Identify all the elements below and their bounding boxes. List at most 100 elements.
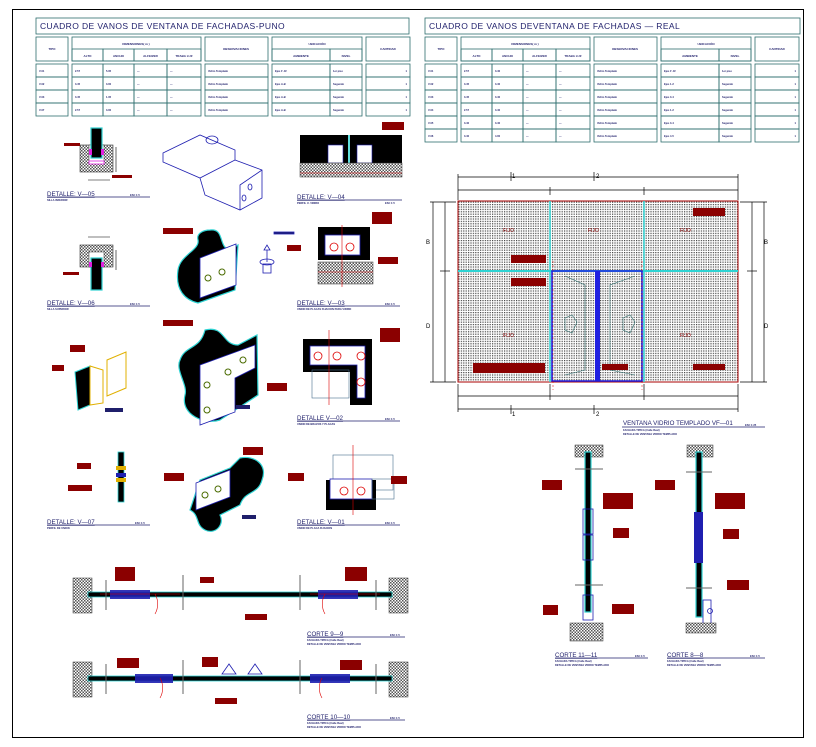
detail-title: DETALLE: V—05	[47, 191, 95, 198]
table-cell-text: Segundo	[722, 95, 734, 99]
table-cell-text: Segundo	[333, 95, 345, 99]
table-title: CUADRO DE VANOS DEVENTANA DE FACHADAS — …	[429, 21, 680, 31]
header-tipo: TIPO	[48, 47, 56, 51]
table-cell-text: —	[526, 109, 529, 112]
table-cell	[35, 102, 69, 117]
section-11-11: CORTE 11—11 FACHADA TIPICA (Calle Real) …	[542, 444, 648, 667]
axis-label: 1	[512, 412, 516, 418]
header-ubicacion: UBICACIÓN	[309, 41, 326, 46]
table-cell-text: 1	[795, 134, 797, 138]
axis-label: 2	[596, 174, 600, 180]
table-cell-text: V-03	[428, 95, 434, 99]
table-cell-text: 3.40	[495, 121, 501, 125]
header-alfeizer: ALFEIZER	[143, 54, 158, 58]
table-cell	[754, 102, 800, 117]
section-9-9: CORTE 9—9 FACHADA TIPICA (Calle Real) DE…	[72, 567, 409, 646]
table-cell-text: 1.35	[106, 95, 112, 99]
table-cell-text: 3.45	[75, 82, 81, 86]
detail-scale: ESC 1:5	[385, 201, 395, 205]
header-alfeizer: ALFEIZER	[532, 54, 547, 58]
bolt-fitting	[259, 231, 295, 274]
isometric-glass-joint	[52, 345, 127, 412]
detail-scale: ESC 1:5	[135, 521, 145, 525]
header-subcell	[329, 48, 363, 62]
detail-v03: DETALLE: V—03 UNION DE PLACAS FIJACION P…	[287, 212, 400, 311]
table-cell-text: 1	[795, 121, 797, 125]
table-cell-text: 4.00	[495, 134, 501, 138]
table-cell-text: 1	[795, 95, 797, 99]
table-cell-text: 1	[406, 95, 408, 99]
table-cell-text: 1	[406, 108, 408, 112]
detail-subtitle: PERFIL DE UNION	[47, 526, 70, 530]
section-8-8: CORTE 8—8 FACHADA TIPICA (Calle Real) DE…	[655, 444, 765, 667]
section-title: CORTE 9—9	[307, 631, 344, 638]
table-cell-text: —	[526, 96, 529, 99]
header-nivel: NIVEL	[342, 54, 351, 58]
table-cell-text: 2.57	[75, 69, 81, 73]
axis-label: 2	[596, 412, 600, 418]
callout-label	[382, 122, 404, 130]
table-cell-text: Ejes 3-4	[664, 121, 674, 125]
table-cell-text: Ejes 1-2	[664, 108, 674, 112]
table-cell-text: Segundo	[333, 82, 345, 86]
detail-scale: ESC 1:5	[385, 302, 395, 306]
dimension-lines	[430, 172, 767, 414]
table-cell-text: V-06	[428, 134, 434, 138]
table-cell-text: Ejes 1'-1F	[275, 69, 287, 73]
table-cell-text: 1	[406, 69, 408, 73]
table-title: CUADRO DE VANOS DE VENTANA DE FACHADAS-P…	[40, 21, 285, 31]
header-observaciones: OBSERVACIONES	[223, 47, 249, 51]
table-cell-text: —	[137, 70, 140, 73]
header-subcell	[718, 48, 752, 62]
table-cell-text: 3.45	[464, 95, 470, 99]
isometric-spider-cross	[163, 320, 259, 426]
isometric-spider-arm	[164, 447, 264, 532]
axis-label: B	[764, 240, 768, 246]
detail-scale: ESC 1:5	[130, 302, 140, 306]
table-cell	[593, 128, 658, 143]
setting-block	[88, 160, 105, 165]
table-cell-text: V-04	[428, 108, 434, 112]
callout-label	[163, 228, 193, 234]
table-cell-text: Vidrio Templado	[597, 121, 617, 125]
header-cell	[35, 36, 69, 62]
section-subtitle: FACHADA TIPICA (Calle Real)	[555, 659, 592, 663]
header-ubicacion: UBICACIÓN	[698, 41, 715, 46]
table-cell-text: —	[170, 96, 173, 99]
header-traba_luz: TRABA LUZ	[564, 54, 581, 58]
table-cell-text: —	[559, 122, 562, 125]
elevation-scale: ESC 1:25	[745, 423, 757, 427]
table-cell-text: Vidrio Templado	[597, 82, 617, 86]
detail-v02: DETALLE V—02 UNION DE BRAZOS Y PLACAS ES…	[267, 328, 400, 426]
section-scale: ESC 1:5	[750, 654, 760, 658]
table-cell-text: 1er piso	[722, 69, 732, 73]
table-cell	[365, 89, 411, 104]
table-cell-text: —	[559, 70, 562, 73]
table-cell	[365, 102, 411, 117]
table-cell-text: —	[137, 96, 140, 99]
table-cell-text: —	[559, 135, 562, 138]
table-cell-text: —	[526, 135, 529, 138]
pane-label: FIJO	[503, 333, 514, 339]
table-cell	[754, 115, 800, 130]
table-cell-text: 3.40	[464, 134, 470, 138]
table-cell-text: V-02	[39, 82, 45, 86]
pane-label: FIJO	[680, 333, 691, 339]
table-cell	[718, 128, 752, 143]
detail-scale: ESC 1:5	[385, 417, 395, 421]
table-title-box	[424, 17, 801, 35]
pane-label: FIJO	[680, 228, 691, 234]
header-cell	[424, 36, 458, 62]
header-nivel: NIVEL	[731, 54, 740, 58]
header-dimensiones: DIMENSIONES( m )	[122, 42, 149, 46]
table-cell-text: Ejes A-B	[275, 95, 286, 99]
table-cell-text: Vidrio Templado	[208, 95, 228, 99]
table-cell-text: Segundo	[333, 108, 345, 112]
table-cell-text: 1	[406, 82, 408, 86]
table-cell-text: Ejes 1-2	[664, 82, 674, 86]
table-cell-text: Ejes 1'-1F	[664, 69, 676, 73]
detail-subtitle: UNION DE PLACA FIJACION	[297, 526, 332, 530]
table-cell-text: 1	[795, 108, 797, 112]
table-cell-text: Vidrio Templado	[597, 108, 617, 112]
